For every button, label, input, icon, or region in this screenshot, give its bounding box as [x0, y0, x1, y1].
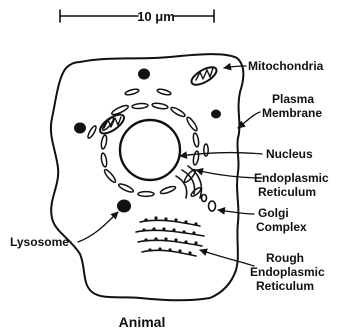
label-lysosome: Lysosome: [10, 235, 69, 249]
label-endoplasmic: Endoplasmic: [254, 171, 329, 185]
label-membrane: Membrane: [262, 106, 322, 120]
label-golgi: Golgi: [258, 206, 289, 220]
plasma-membrane: [51, 54, 243, 300]
scale-bar-label: 10 μm: [137, 9, 175, 24]
label-plasma: Plasma: [272, 92, 314, 106]
label-reticulum: Reticulum: [258, 185, 316, 199]
label-complex: Complex: [256, 220, 307, 234]
nucleus: [120, 120, 180, 180]
endoplasmic-reticulum: [87, 88, 209, 197]
mitochondrion: [189, 64, 219, 88]
label-nucleus: Nucleus: [266, 147, 313, 161]
label-mitochondria: Mitochondria: [248, 59, 324, 73]
rough-endoplasmic-reticulum: [136, 216, 204, 256]
label-rough-reticulum: Reticulum: [256, 279, 314, 293]
label-rough-endoplasmic: Endoplasmic: [250, 265, 325, 279]
scale-bar: 10 μm: [60, 9, 214, 24]
caption: Animal: [119, 314, 166, 330]
label-rough: Rough: [266, 251, 304, 265]
